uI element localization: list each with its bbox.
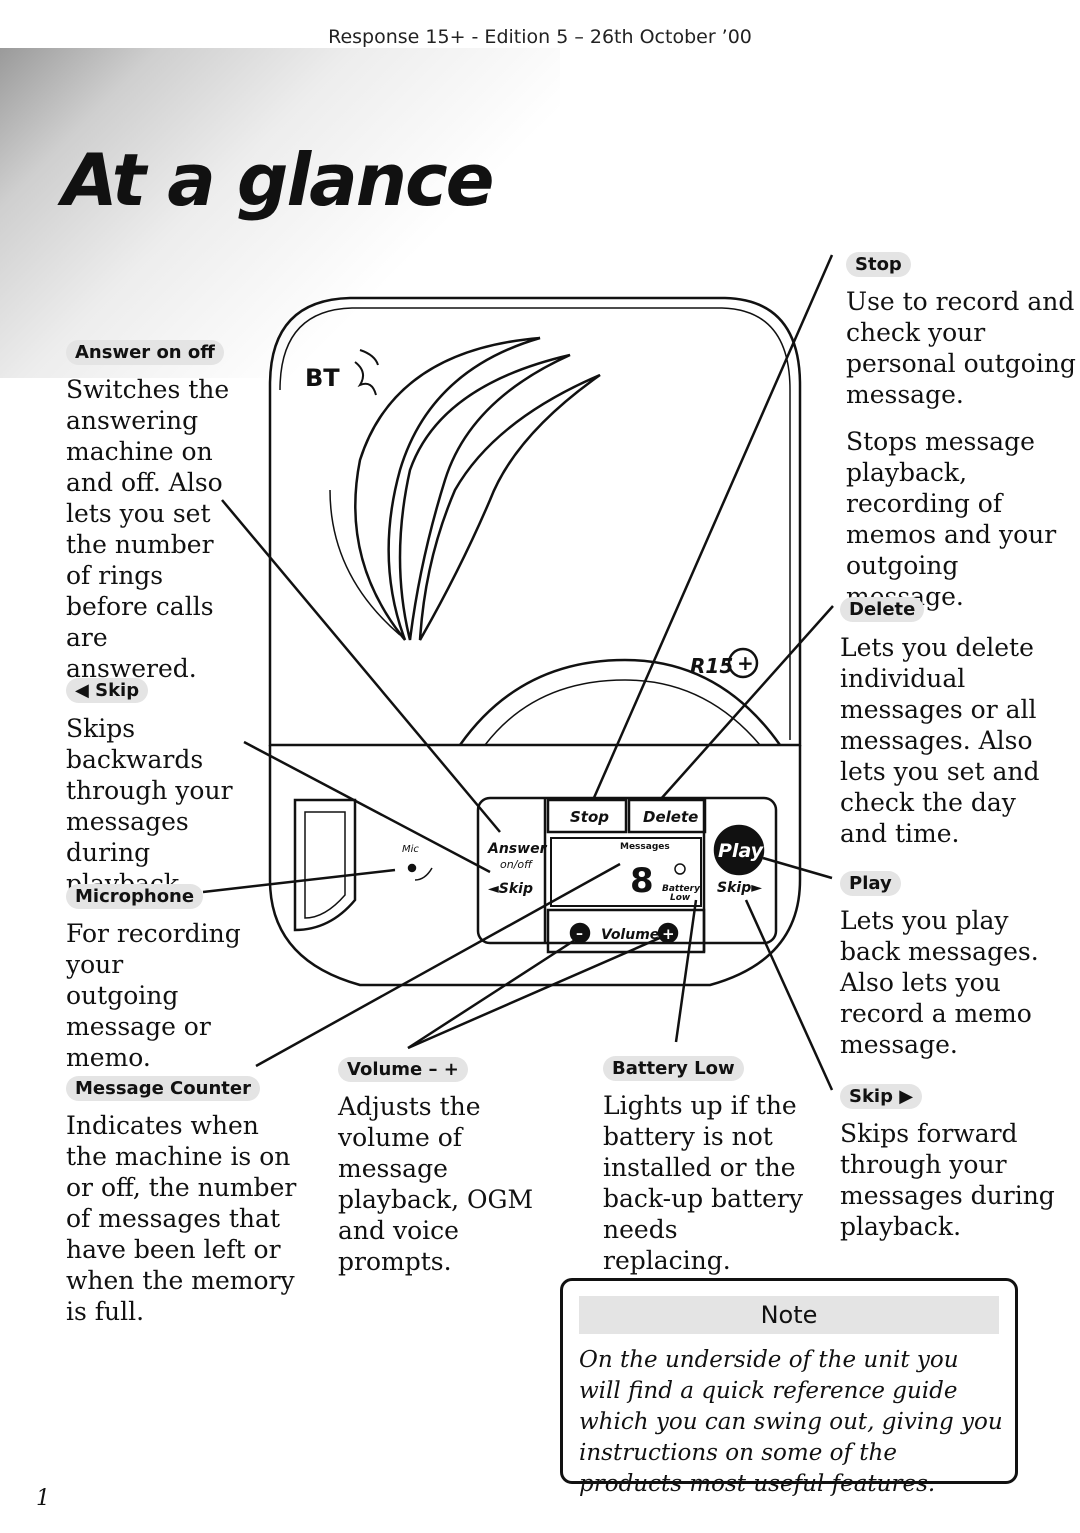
- delete-callout-line: [659, 605, 834, 801]
- message-counter-text: Indicates when the machine is on or off,…: [66, 1111, 297, 1326]
- delete-key-label: Delete: [643, 808, 698, 826]
- microphone-label: Microphone: [66, 884, 204, 909]
- model-plus: +: [737, 651, 754, 675]
- answer-text: Switches the answering machine on and of…: [66, 375, 230, 683]
- mic-label: Mic: [402, 844, 419, 855]
- display: [550, 837, 702, 907]
- stop-key: [546, 798, 628, 834]
- display-digit: 8: [630, 861, 654, 901]
- control-panel: [476, 796, 778, 945]
- model-label: R15: [690, 654, 733, 678]
- page-header: Response 15+ - Edition 5 – 26th October …: [328, 26, 752, 48]
- device-base: [268, 745, 802, 987]
- volume-plus-glyph: +: [662, 925, 675, 943]
- corner-gradient: [0, 48, 560, 378]
- volume-plus-callout-line: [407, 935, 663, 1050]
- battery-low-text: Lights up if the battery is not installe…: [603, 1091, 803, 1275]
- skip-back-callout-line: [243, 740, 491, 874]
- stop-text-2: Stops message playback, recording of mem…: [846, 427, 1057, 611]
- skip-back-key-label: ◄Skip: [488, 881, 533, 897]
- swoosh-3: [418, 373, 601, 641]
- volume-label: Volume – +: [338, 1057, 468, 1082]
- stop-callout-line: [591, 254, 834, 801]
- microphone-callout-line: [202, 868, 396, 894]
- skip-back-label: ◀ Skip: [66, 678, 149, 703]
- play-text: Lets you play back messages. Also lets y…: [840, 906, 1039, 1059]
- note-box: Note On the underside of the unit you wi…: [560, 1278, 1018, 1497]
- answer-label: Answer on off: [66, 340, 224, 365]
- bt-logo: BT: [305, 364, 340, 392]
- volume-minus-glyph: –: [576, 926, 583, 942]
- volume-text: Adjusts the volume of message playback, …: [338, 1092, 534, 1276]
- answer-callout-line: [221, 499, 501, 833]
- skip-fwd-text: Skips forward through your messages duri…: [840, 1119, 1055, 1241]
- stop-label: Stop: [846, 252, 911, 277]
- skip-fwd-key-label: Skip►: [717, 880, 762, 896]
- device-outline: [268, 296, 802, 747]
- skip-fwd-label: Skip ▶: [840, 1084, 923, 1109]
- volume-minus-callout-line: [407, 938, 576, 1050]
- low-display-label: Low: [670, 893, 691, 903]
- stop-key-label: Stop: [570, 808, 609, 826]
- messages-display-label: Messages: [620, 842, 670, 852]
- play-key: [713, 824, 765, 876]
- message-counter-label: Message Counter: [66, 1076, 260, 1101]
- page-title: At a glance: [62, 138, 494, 222]
- note-text: On the underside of the unit you will fi…: [579, 1347, 1003, 1497]
- swoosh-1: [354, 336, 541, 641]
- battery-display-label: Battery: [662, 884, 701, 894]
- counter-callout-line: [255, 862, 621, 1068]
- answer-key-label: Answer: [487, 841, 548, 857]
- play-label: Play: [840, 871, 901, 896]
- play-callout-line: [762, 856, 833, 880]
- on-off-key-label: on/off: [500, 858, 533, 871]
- swoosh-2: [398, 353, 571, 641]
- volume-key-label: Volume: [601, 927, 659, 943]
- delete-label: Delete: [840, 597, 925, 622]
- stop-text-1: Use to record and check your personal ou…: [846, 287, 1076, 409]
- note-title: Note: [579, 1296, 999, 1334]
- page-number: 1: [36, 1486, 50, 1511]
- delete-text: Lets you delete individual messages or a…: [840, 633, 1040, 848]
- battery-callout-line: [674, 899, 698, 1043]
- play-key-label: Play: [718, 840, 765, 862]
- battery-low-label: Battery Low: [603, 1056, 744, 1081]
- skip-fwd-callout-line: [744, 899, 834, 1091]
- skip-back-text: Skips backwards through your messages du…: [66, 714, 233, 898]
- microphone-text: For recording your outgoing message or m…: [66, 919, 241, 1072]
- swoosh-4: [329, 489, 401, 636]
